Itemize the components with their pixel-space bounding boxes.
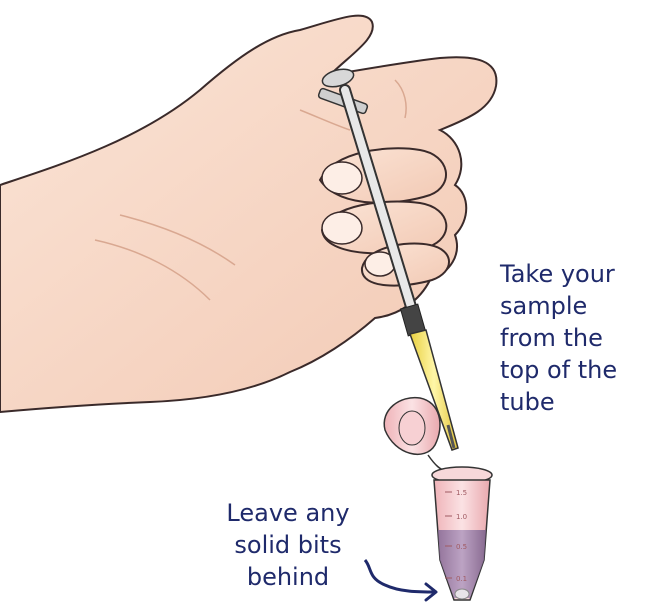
solids-instruction-line: Leave any [213, 497, 363, 529]
tube-liquid [438, 530, 486, 598]
sample-instruction-line: sample [500, 290, 645, 322]
tube-lid-inner [399, 411, 425, 445]
sample-instruction-line: tube [500, 386, 645, 418]
pellet [455, 589, 469, 599]
scale-label: 0.1 [456, 575, 467, 583]
scale-label: 1.5 [456, 489, 467, 497]
solids-instruction: Leave any solid bits behind [213, 497, 363, 593]
scale-label: 1.0 [456, 513, 467, 521]
solids-instruction-line: solid bits [213, 529, 363, 561]
scale-label: 0.5 [456, 543, 467, 551]
arrow-to-pellet [365, 560, 436, 592]
fingernail [322, 212, 362, 244]
sample-instruction-line: from the [500, 322, 645, 354]
sample-instruction: Take your sample from the top of the tub… [500, 258, 645, 418]
microcentrifuge-tube: 1.5 1.0 0.5 0.1 [384, 398, 492, 600]
solids-instruction-line: behind [213, 561, 363, 593]
sample-instruction-line: top of the [500, 354, 645, 386]
sample-instruction-line: Take your [500, 258, 645, 290]
fingernail [322, 162, 362, 194]
